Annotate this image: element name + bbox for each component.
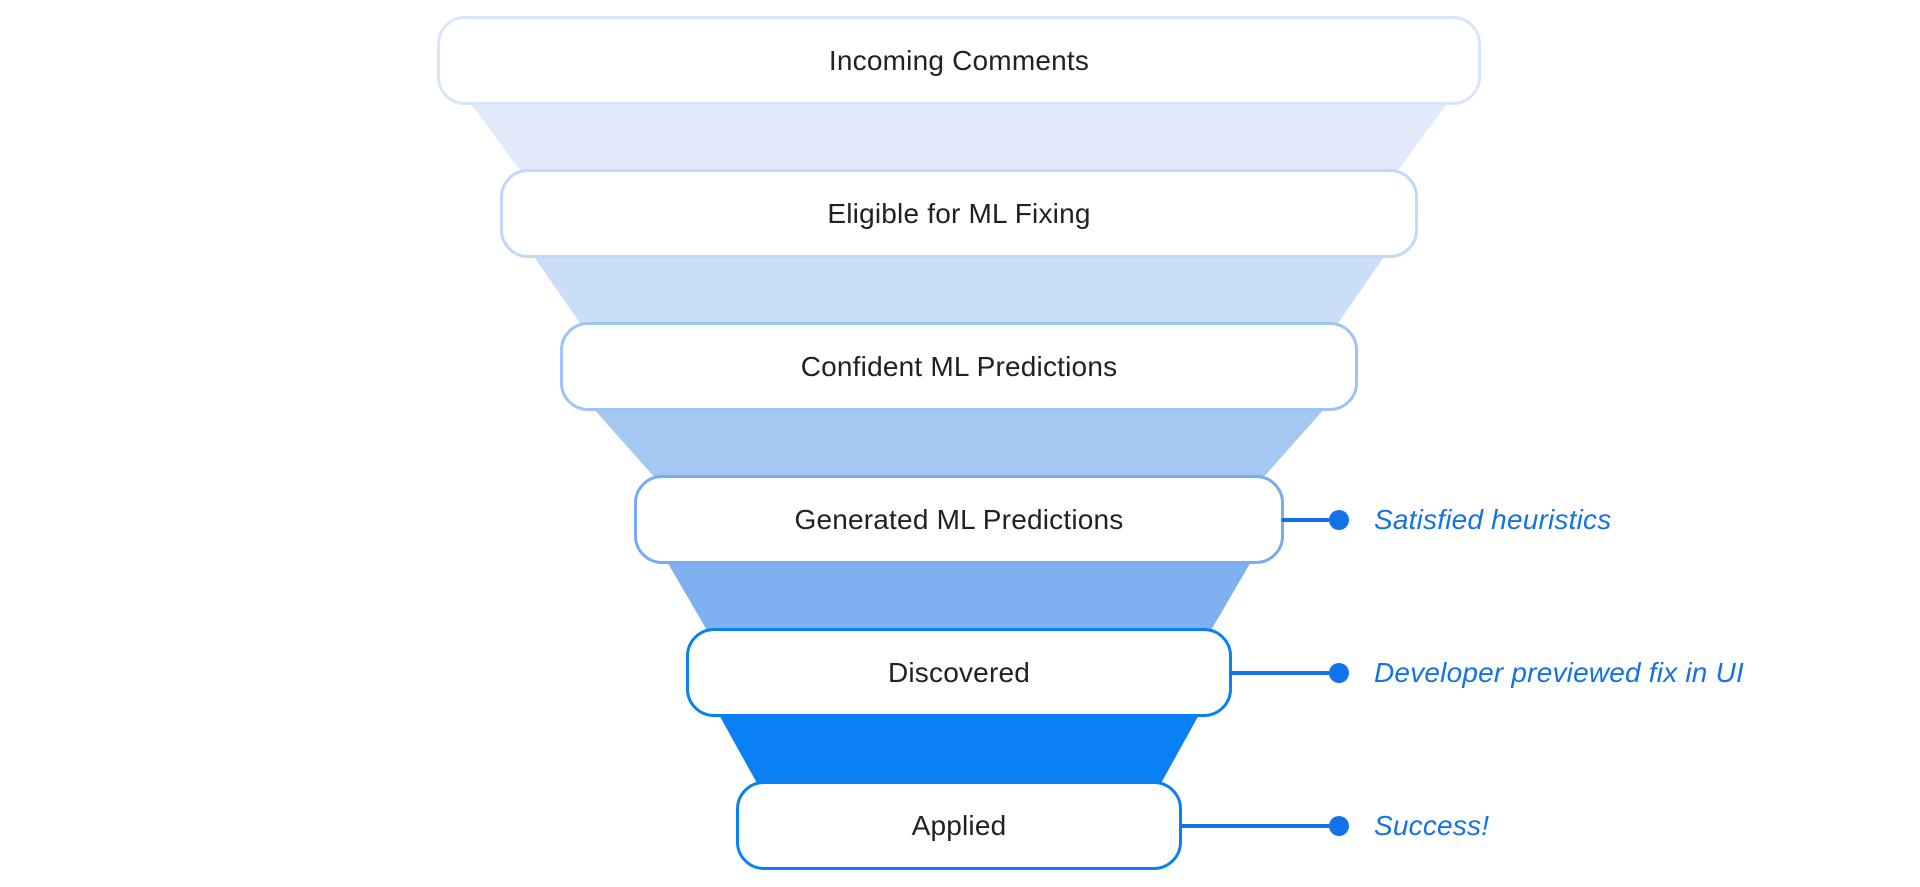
- callout-developer-previewed-fix: Developer previewed fix in UI: [1229, 657, 1744, 689]
- stage-label-generated-ml-predictions: Generated ML Predictions: [794, 503, 1124, 535]
- callout-dot-icon: [1329, 663, 1349, 683]
- callout-line: [1281, 518, 1330, 522]
- stage-label-incoming-comments: Incoming Comments: [828, 44, 1090, 76]
- funnel-segment-4-icon: [666, 560, 1252, 632]
- stage-box-incoming-comments: Incoming Comments: [437, 16, 1481, 105]
- callout-text-satisfied-heuristics: Satisfied heuristics: [1374, 504, 1612, 535]
- stage-label-applied: Applied: [911, 809, 1007, 841]
- callout-line: [1179, 824, 1330, 828]
- funnel-segment-2-icon: [532, 254, 1386, 326]
- callout-dot-icon: [1329, 510, 1349, 530]
- stage-box-confident-ml-predictions: Confident ML Predictions: [560, 322, 1358, 411]
- stage-label-eligible-for-ml-fixing: Eligible for ML Fixing: [827, 197, 1091, 229]
- funnel-segment-5-icon: [718, 713, 1200, 785]
- stage-box-generated-ml-predictions: Generated ML Predictions: [634, 475, 1284, 564]
- stage-label-discovered: Discovered: [887, 656, 1031, 688]
- stage-box-eligible-for-ml-fixing: Eligible for ML Fixing: [500, 169, 1418, 258]
- callout-line: [1229, 671, 1330, 675]
- callout-text-success: Success!: [1374, 810, 1490, 841]
- stage-box-discovered: Discovered: [686, 628, 1232, 717]
- callout-text-developer-previewed-fix: Developer previewed fix in UI: [1374, 657, 1744, 688]
- callout-success: Success!: [1179, 810, 1489, 842]
- stage-box-applied: Applied: [736, 781, 1182, 870]
- stage-label-confident-ml-predictions: Confident ML Predictions: [800, 350, 1118, 382]
- callout-satisfied-heuristics: Satisfied heuristics: [1281, 504, 1611, 536]
- funnel-segment-3-icon: [592, 407, 1326, 479]
- callout-dot-icon: [1329, 816, 1349, 836]
- funnel-segment-1-icon: [469, 101, 1449, 173]
